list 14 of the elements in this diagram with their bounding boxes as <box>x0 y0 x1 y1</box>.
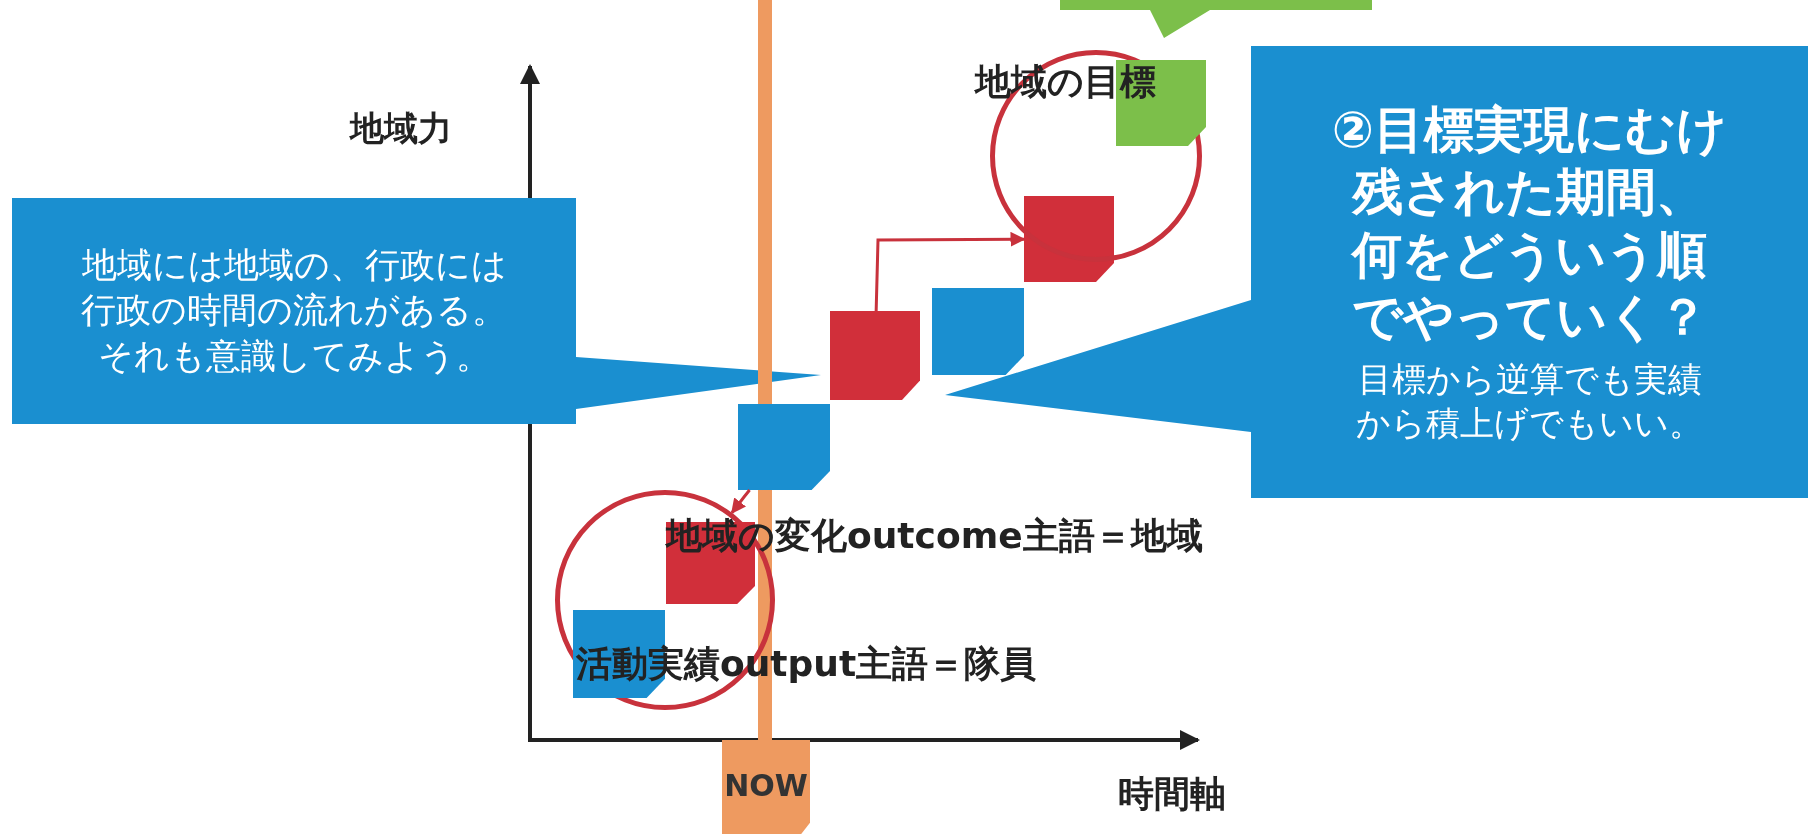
callout-text: 目標から逆算でも実績から積上げでもいい。 <box>1355 357 1704 445</box>
callout-heading: ②目標実現にむけ <box>1331 99 1728 161</box>
arrow <box>730 489 751 514</box>
step-block <box>932 288 1024 375</box>
callout-text: 地域には地域の、行政には行政の時間の流れがある。それも意識してみよう。 <box>80 243 508 378</box>
now-tag: NOW <box>722 740 810 834</box>
arrow <box>874 231 1026 312</box>
step-block <box>830 311 920 400</box>
step-block <box>738 404 830 490</box>
step-block <box>1116 60 1206 146</box>
callout-question: 残された期間、何をどういう順でやっていく？ <box>1350 162 1709 349</box>
axis-label: 時間軸 <box>1118 772 1226 816</box>
axis-label: 地域力 <box>350 107 452 150</box>
step-block <box>1024 196 1114 282</box>
